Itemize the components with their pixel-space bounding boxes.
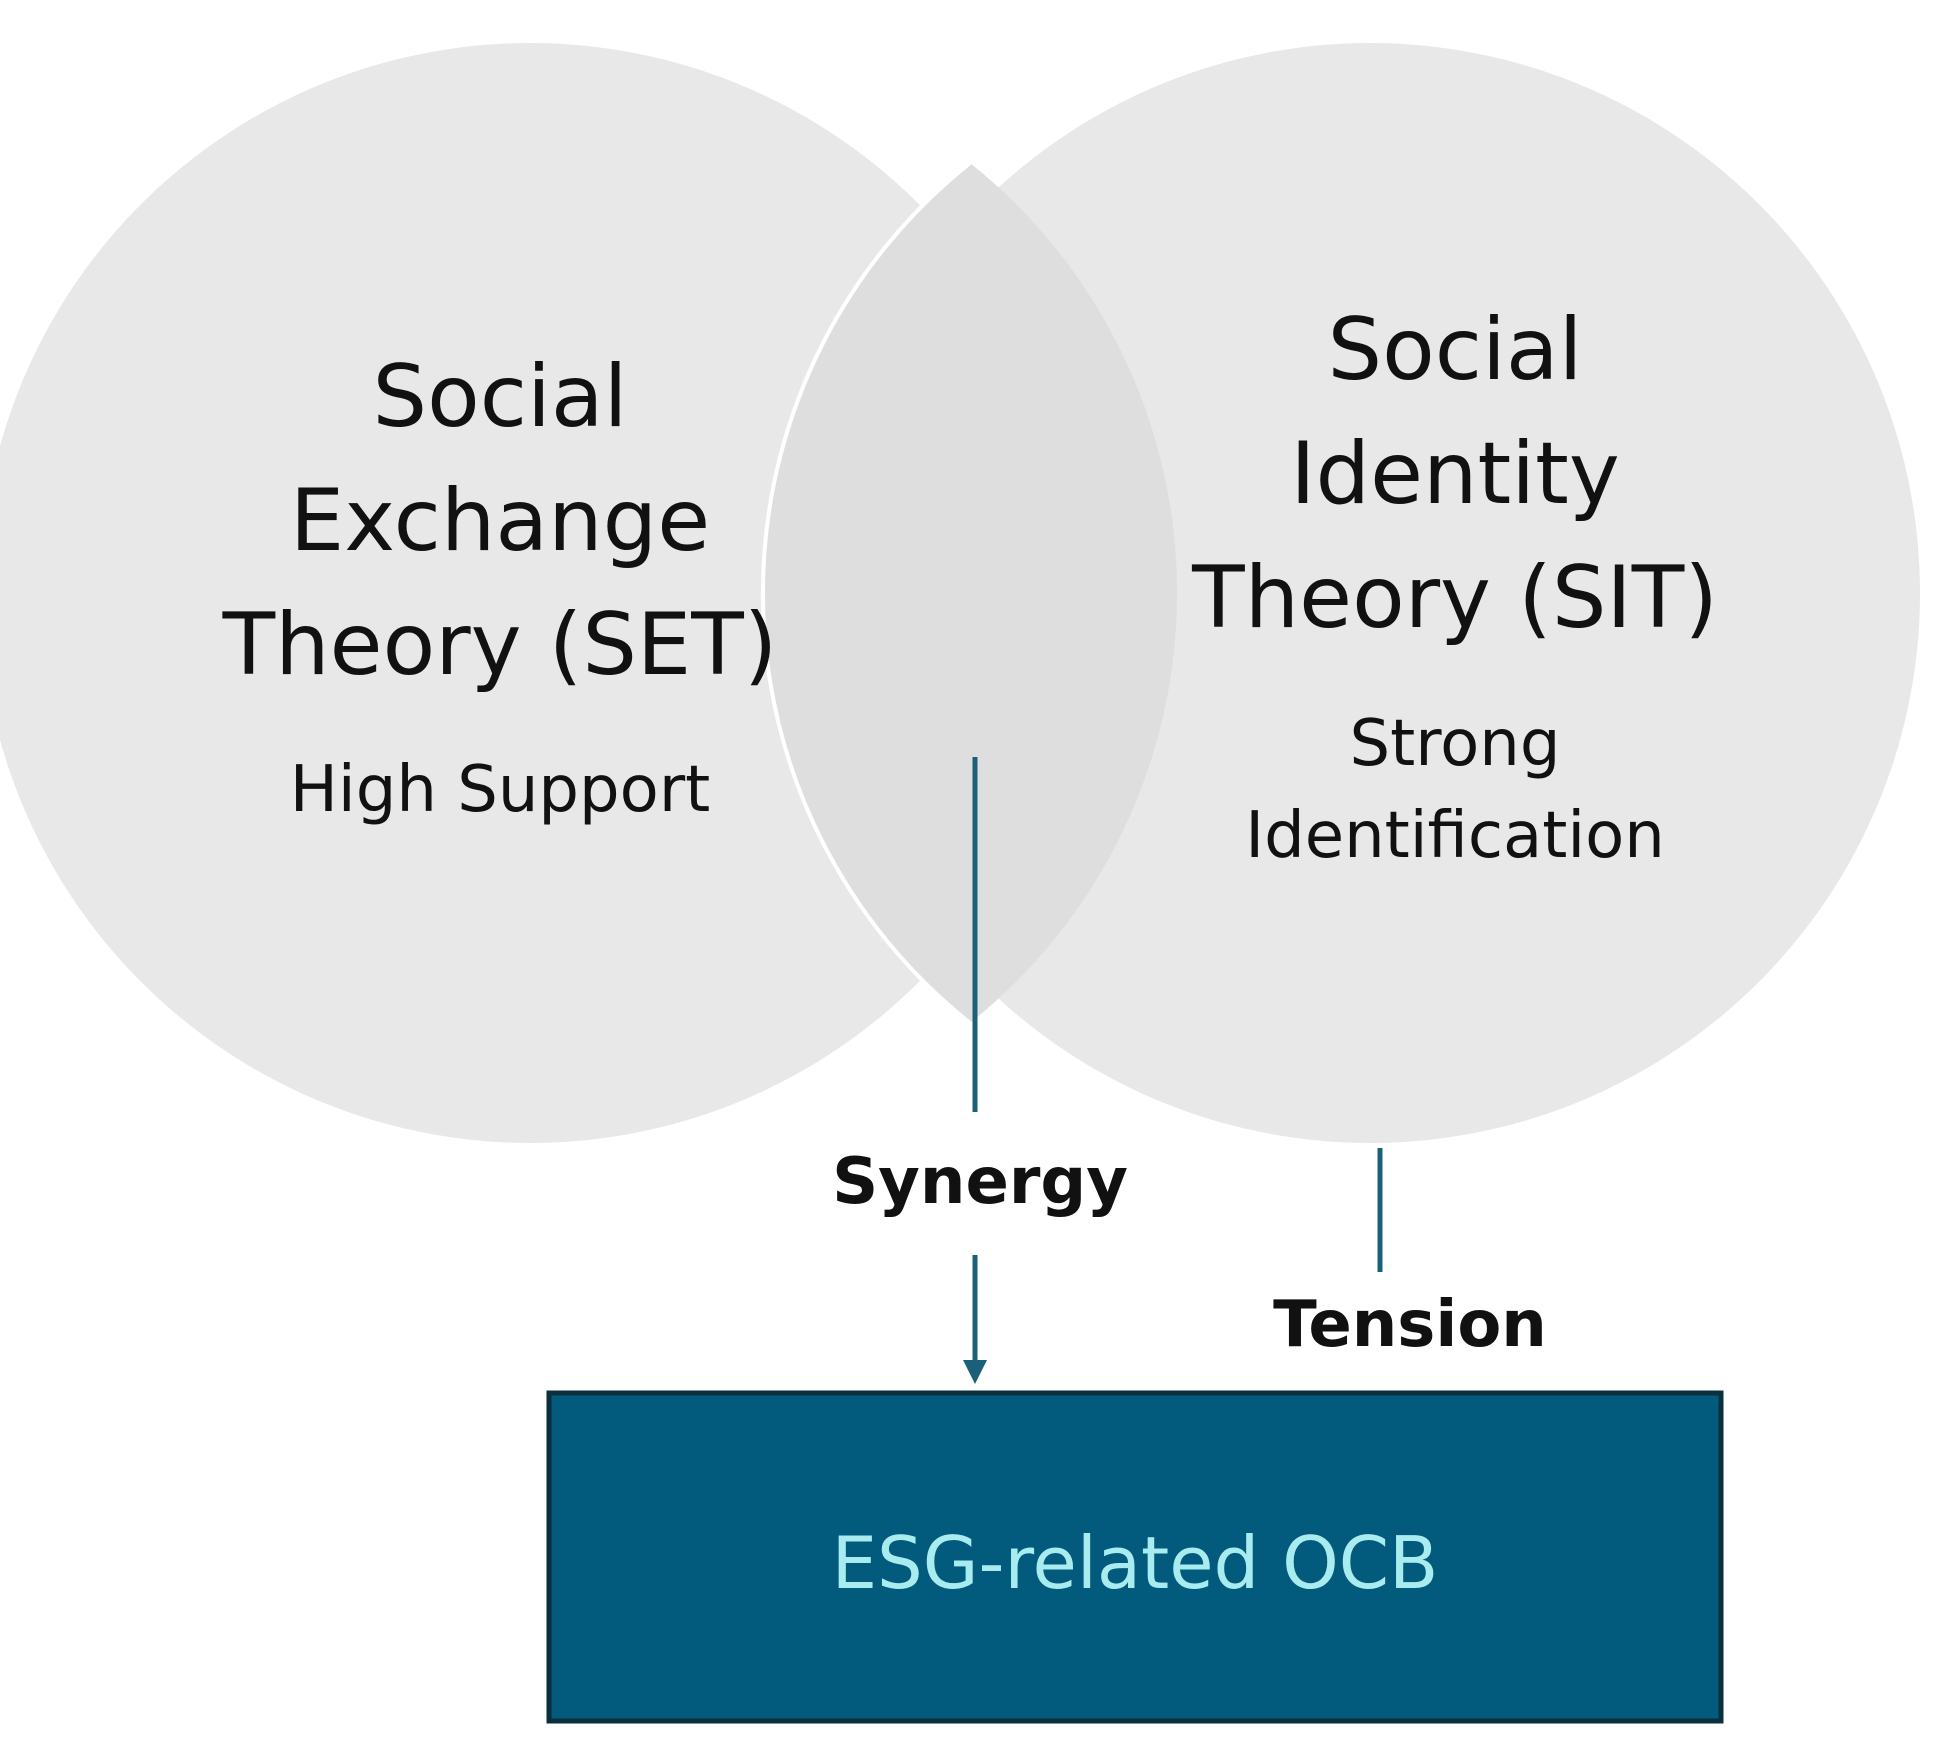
sit-title: Social Identity Theory (SIT) — [1192, 300, 1718, 648]
set-subtitle: High Support — [289, 753, 711, 827]
tension-label: Tension — [1273, 1288, 1547, 1362]
outcome-label: ESG-related OCB — [831, 1521, 1439, 1605]
set-title: Social Exchange Theory (SET) — [222, 347, 778, 695]
right-circle-edge — [761, 161, 972, 1025]
sit-subtitle: Strong Identification — [1245, 707, 1665, 873]
outcome-box — [546, 1390, 1724, 1724]
synergy-label: Synergy — [832, 1145, 1128, 1219]
overlap-region — [762, 163, 1178, 1023]
set-circle — [0, 43, 1080, 1143]
